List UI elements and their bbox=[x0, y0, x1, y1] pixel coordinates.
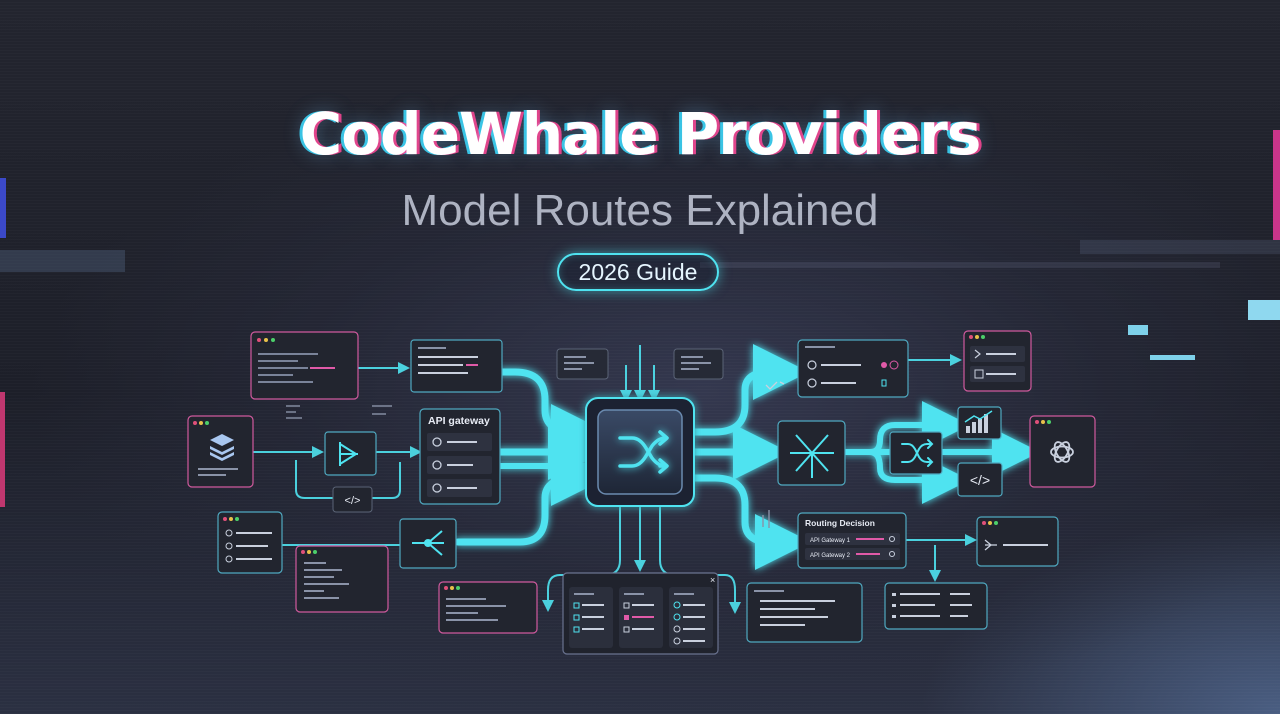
gear-icon bbox=[432, 437, 442, 447]
left-stack-window bbox=[187, 415, 254, 488]
routing-item-2: API Gateway 2 bbox=[810, 553, 851, 559]
left-code-window-top bbox=[250, 331, 359, 400]
right-router-node bbox=[777, 420, 846, 486]
api-gateway-panel: API gateway bbox=[419, 408, 501, 505]
flow-router-fork3 bbox=[842, 449, 970, 504]
page-subtitle: Model Routes Explained bbox=[401, 186, 879, 235]
top-right-mini-panel bbox=[673, 348, 724, 380]
flow-lines bbox=[454, 344, 1040, 570]
left-branch-node bbox=[324, 431, 377, 476]
gear-icon bbox=[432, 460, 442, 470]
left-split-node bbox=[399, 518, 457, 569]
page-title: CodeWhale Providers bbox=[299, 100, 982, 168]
flow-left-upper bbox=[498, 368, 607, 460]
left-code-window-bottom bbox=[295, 545, 389, 613]
layers-icon bbox=[210, 434, 234, 461]
routing-decision-panel: Routing Decision API Gateway 1 API Gatew… bbox=[797, 512, 907, 569]
shuffle-icon bbox=[618, 430, 669, 474]
close-icon: × bbox=[710, 575, 715, 585]
bottom-right-list-window bbox=[884, 582, 988, 630]
routing-item-1: API Gateway 1 bbox=[810, 538, 851, 544]
flow-right-upper bbox=[690, 344, 809, 436]
terminal-icon bbox=[974, 349, 981, 359]
split-icon bbox=[412, 530, 444, 556]
shuffle-icon bbox=[901, 439, 934, 467]
branch-icon bbox=[339, 442, 358, 466]
bottom-right-code-window bbox=[746, 582, 863, 643]
bottom-checklist-panel: × bbox=[562, 572, 719, 655]
code-icon: </> bbox=[970, 472, 990, 488]
code-chip-symbol: </> bbox=[345, 495, 361, 507]
guide-badge: 2026 Guide bbox=[557, 253, 719, 291]
fork-icon bbox=[984, 539, 997, 551]
right-shuffle-node bbox=[889, 431, 943, 475]
gear-icon bbox=[432, 483, 442, 493]
openai-logo-icon bbox=[1050, 441, 1074, 463]
checkmark-marks bbox=[765, 381, 785, 390]
routing-decision-label: Routing Decision bbox=[805, 518, 875, 528]
right-terminal-window bbox=[963, 330, 1032, 392]
right-branch-window bbox=[976, 516, 1059, 567]
right-code-node: </> bbox=[957, 462, 1003, 497]
image-icon bbox=[974, 369, 984, 379]
api-gateway-label: API gateway bbox=[428, 415, 490, 427]
top-left-mini-panel bbox=[556, 348, 609, 380]
left-list-panel-top bbox=[410, 339, 503, 393]
flow-right-lower bbox=[690, 474, 811, 570]
right-chart-node bbox=[957, 406, 1002, 440]
flow-left-lower bbox=[454, 450, 607, 546]
glitch-text-marks bbox=[286, 405, 770, 528]
chart-icon bbox=[966, 414, 988, 433]
left-settings-window bbox=[217, 511, 283, 574]
openai-provider-window bbox=[1029, 415, 1096, 488]
bottom-left-code-window bbox=[438, 581, 538, 634]
fork-icon bbox=[790, 434, 834, 478]
right-settings-panel bbox=[797, 339, 909, 398]
left-code-chip: </> bbox=[332, 486, 373, 513]
